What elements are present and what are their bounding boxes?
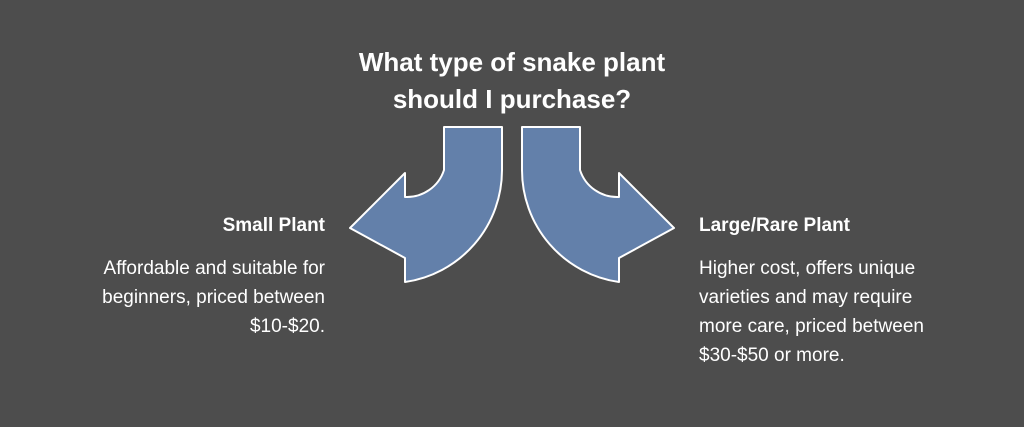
- description-line: Higher cost, offers unique: [699, 258, 916, 279]
- option-description: Affordable and suitable for beginners, p…: [20, 254, 325, 341]
- description-line: more care, priced between: [699, 316, 924, 337]
- description-line: beginners, priced between: [102, 287, 325, 308]
- option-title: Small Plant: [222, 215, 325, 236]
- option-small-plant: Small Plant Affordable and suitable for …: [20, 214, 325, 341]
- right-curved-arrow-icon: [520, 126, 675, 283]
- option-large-rare-plant: Large/Rare Plant Higher cost, offers uni…: [699, 214, 1004, 370]
- left-curved-arrow-icon: [349, 126, 504, 283]
- title-line-2: should I purchase?: [392, 84, 632, 114]
- title-line-1: What type of snake plant: [358, 47, 666, 77]
- description-line: $10-$20.: [249, 316, 325, 337]
- option-title: Large/Rare Plant: [699, 215, 850, 236]
- description-line: $30-$50 or more.: [699, 345, 845, 366]
- option-description: Higher cost, offers unique varieties and…: [699, 254, 1004, 370]
- diagram-title: What type of snake plant should I purcha…: [262, 44, 762, 118]
- description-line: varieties and may require: [699, 287, 913, 308]
- description-line: Affordable and suitable for: [103, 258, 325, 279]
